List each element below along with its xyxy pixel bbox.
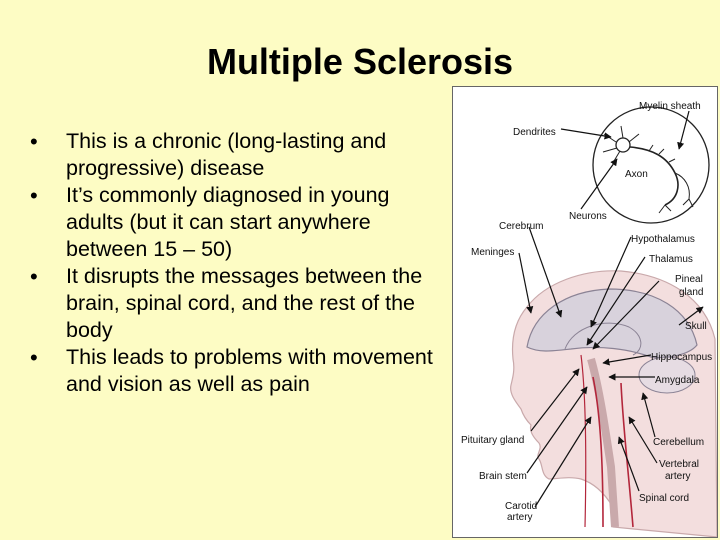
brain-diagram: Myelin sheath Dendrites Axon Neurons Cer…: [461, 101, 717, 537]
bullet-item: • It disrupts the messages between the br…: [28, 263, 433, 344]
label-cerebrum: Cerebrum: [499, 221, 543, 232]
bullet-dot: •: [30, 183, 38, 208]
bullet-text: It’s commonly diagnosed in young adults …: [66, 183, 390, 261]
label-meninges: Meninges: [471, 247, 514, 258]
diagram-labels: Myelin sheath Dendrites Axon Neurons Cer…: [461, 101, 712, 523]
bullet-item: • This leads to problems with movement an…: [28, 344, 433, 398]
head-illustration: [510, 270, 717, 537]
bullet-text: This leads to problems with movement and…: [66, 345, 433, 396]
bullet-list: • This is a chronic (long-lasting and pro…: [28, 128, 433, 398]
bullet-dot: •: [30, 264, 38, 289]
label-pineal-gland: Pineal: [675, 274, 703, 285]
bullet-dot: •: [30, 129, 38, 154]
neuron-illustration: [592, 106, 710, 224]
label-dendrites: Dendrites: [513, 127, 556, 138]
label-hypothalamus: Hypothalamus: [631, 234, 695, 245]
bullet-item: • It’s commonly diagnosed in young adults…: [28, 182, 433, 263]
label-cerebellum: Cerebellum: [653, 437, 704, 448]
pointer-arrows: [518, 110, 704, 508]
label-spinal-cord: Spinal cord: [639, 493, 689, 504]
label-myelin-sheath: Myelin sheath: [639, 101, 701, 112]
label-brain-stem: Brain stem: [479, 471, 527, 482]
label-pineal-gland-2: gland: [679, 287, 703, 298]
label-thalamus: Thalamus: [649, 254, 693, 265]
label-amygdala: Amygdala: [655, 375, 700, 386]
bullet-text: This is a chronic (long-lasting and prog…: [66, 129, 387, 180]
label-carotid-artery-2: artery: [507, 512, 533, 523]
bullet-item: • This is a chronic (long-lasting and pro…: [28, 128, 433, 182]
slide-title: Multiple Sclerosis: [206, 41, 514, 82]
bullet-text: It disrupts the messages between the bra…: [66, 264, 423, 342]
label-axon: Axon: [625, 169, 648, 180]
label-vertebral-artery: Vertebral: [659, 459, 699, 470]
label-skull: Skull: [685, 321, 707, 332]
brain-anatomy-figure: Myelin sheath Dendrites Axon Neurons Cer…: [452, 86, 718, 538]
label-vertebral-artery-2: artery: [665, 471, 691, 482]
label-neurons: Neurons: [569, 211, 607, 222]
label-carotid-artery: Carotid: [505, 501, 537, 512]
label-pituitary-gland: Pituitary gland: [461, 435, 524, 446]
label-hippocampus: Hippocampus: [651, 352, 712, 363]
bullet-dot: •: [30, 345, 38, 370]
